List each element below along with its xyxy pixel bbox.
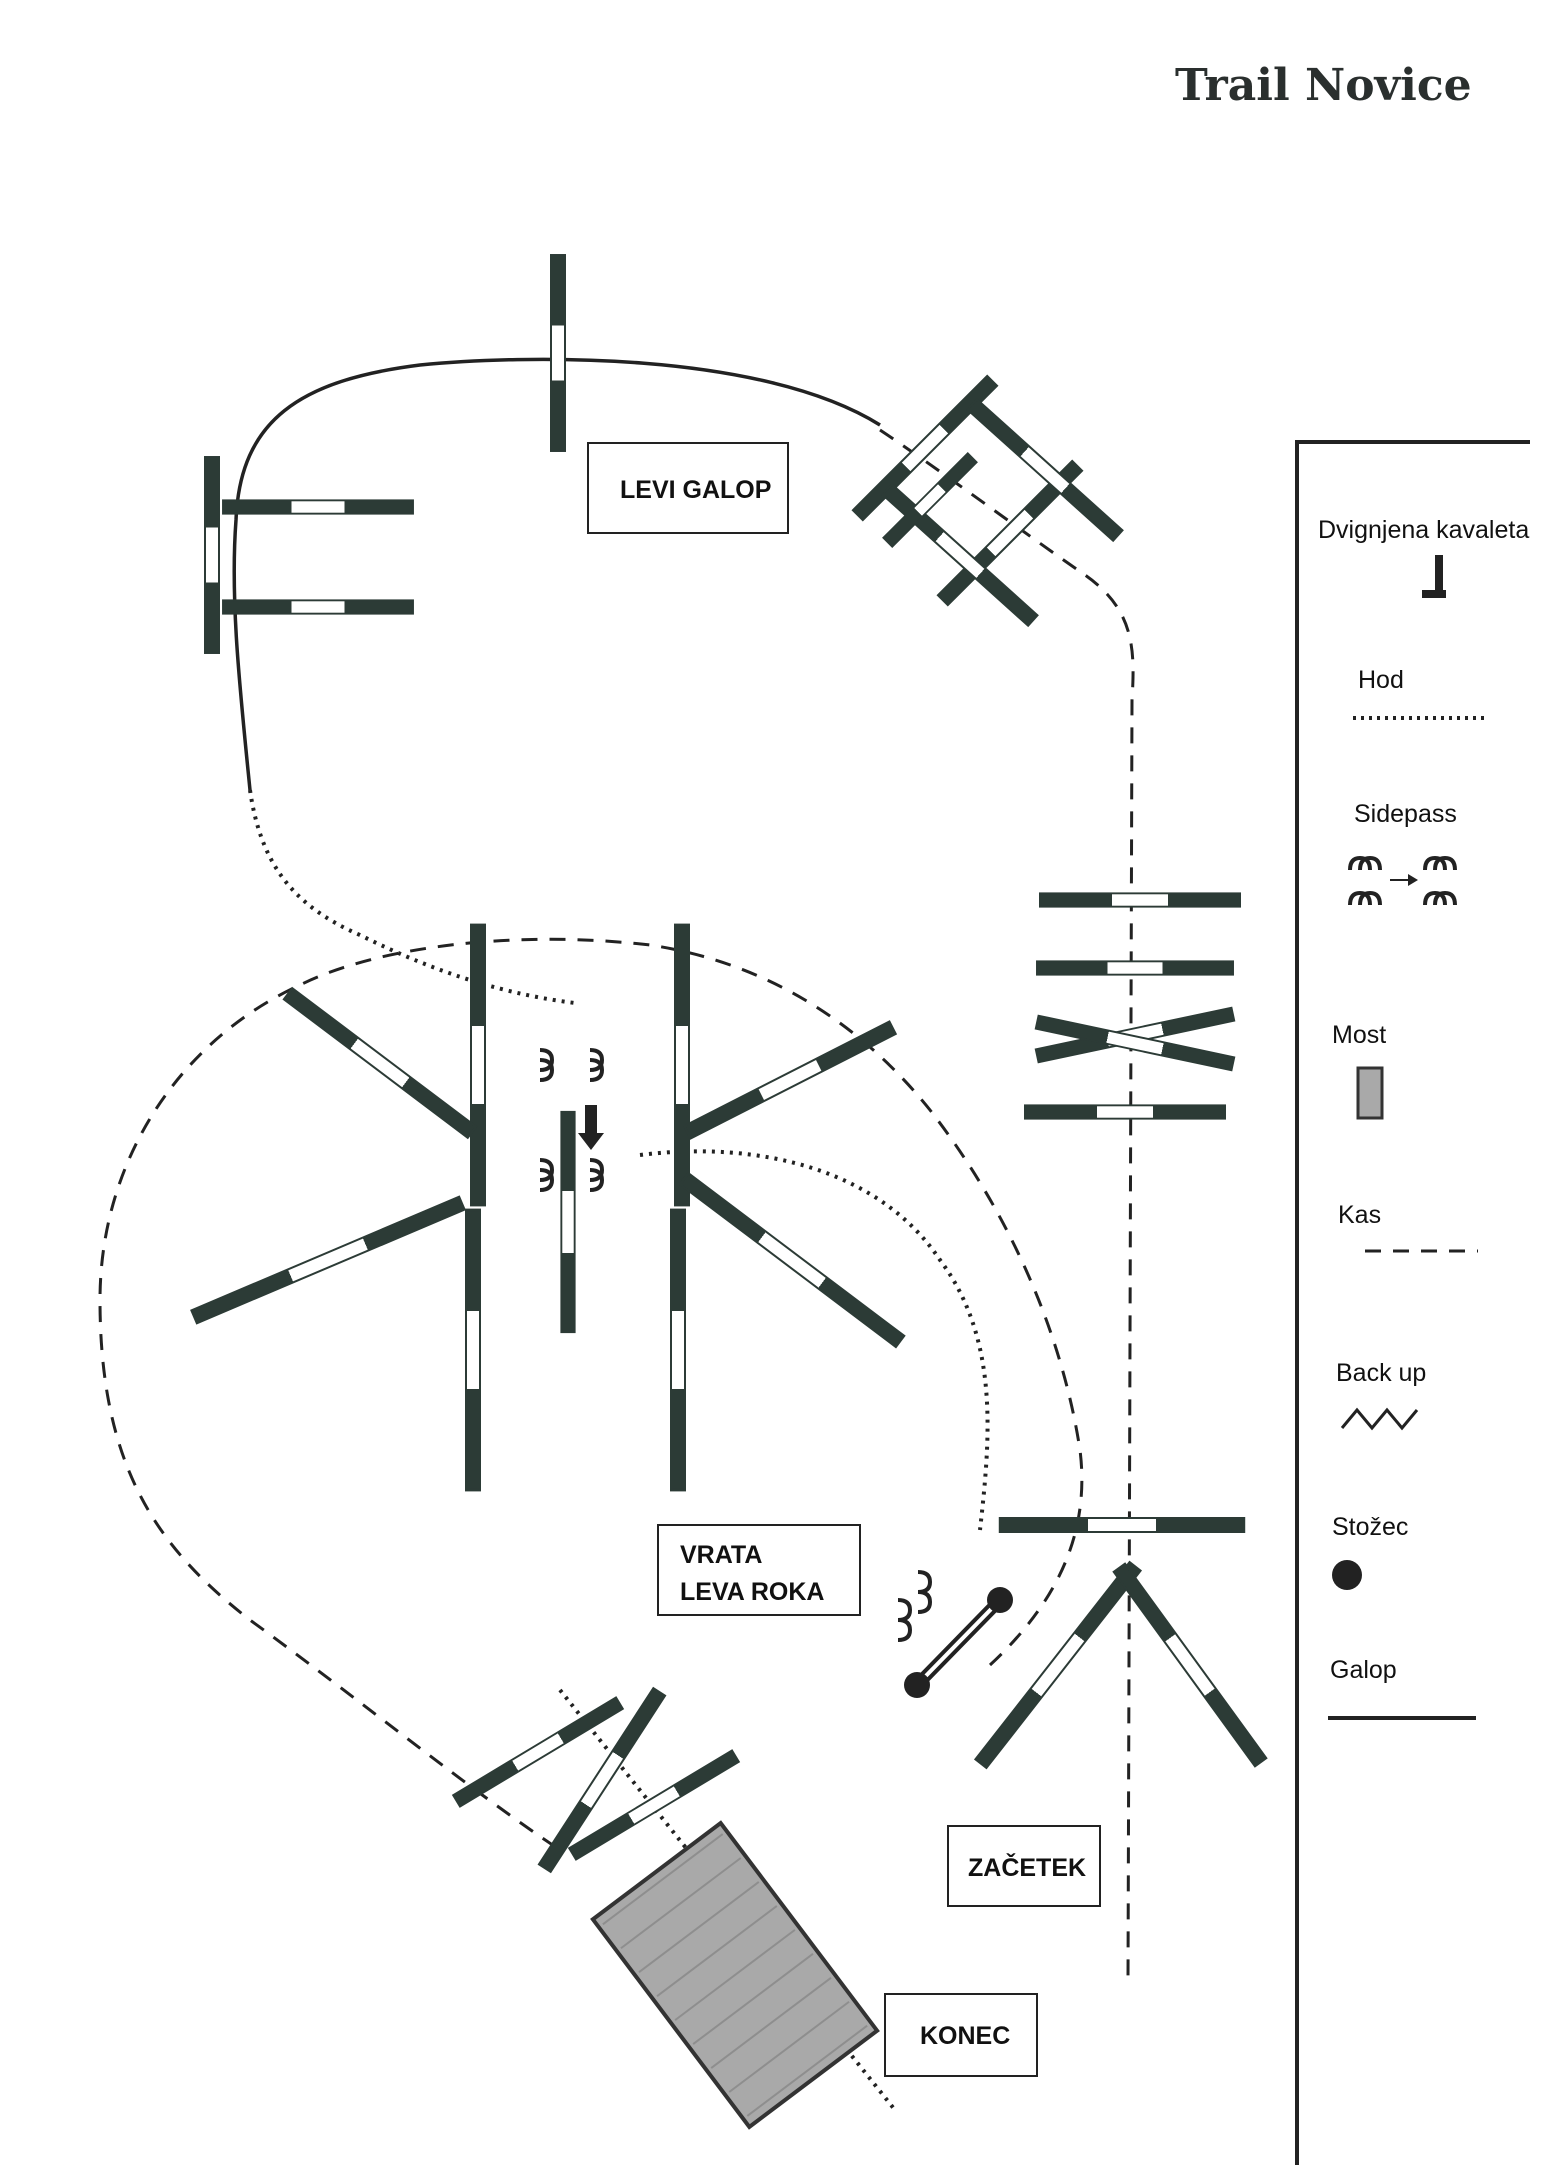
legend-frame <box>1295 440 1530 2165</box>
bridge <box>590 1820 880 2130</box>
walk-path-upper <box>248 789 576 1005</box>
gate-rope <box>904 1587 1013 1698</box>
poles-fan-right <box>669 923 906 1492</box>
pole-lope-left-vertical <box>204 456 220 654</box>
legend-trot-label: Kas <box>1338 1201 1381 1229</box>
label-lope-left: LEVI GALOP <box>620 476 771 504</box>
legend-walk-label: Hod <box>1358 666 1404 694</box>
backup-marks <box>897 1570 933 1642</box>
label-box-gate <box>657 1524 861 1616</box>
cone-icon <box>1332 1560 1362 1590</box>
label-gate-line1: VRATA <box>680 1541 762 1569</box>
label-box-lope-left <box>587 442 789 534</box>
legend-back-up-label: Back up <box>1336 1359 1426 1387</box>
label-box-end <box>884 1993 1038 2077</box>
course-title: Trail Novice <box>1175 60 1472 111</box>
label-gate-line2: LEVA ROKA <box>680 1578 824 1606</box>
pole-sidepass <box>560 1110 576 1334</box>
bridge-icon <box>1356 1066 1384 1120</box>
label-box-start <box>947 1825 1101 1907</box>
legend-bridge-label: Most <box>1332 1021 1386 1049</box>
pole-gate <box>998 1516 1246 1534</box>
walk-path-lower <box>639 1149 990 1531</box>
sidepass-arrow <box>578 1105 604 1150</box>
pole-top-vertical <box>550 254 566 452</box>
lope-path <box>232 357 881 791</box>
sidepass-marks-upper <box>539 1048 605 1192</box>
label-end: KONEC <box>920 2022 1010 2050</box>
pole-box-top-right <box>851 374 1124 627</box>
trot-path-right <box>879 428 1135 1981</box>
label-start: ZAČETEK <box>968 1852 1086 1882</box>
poles-fan-left <box>190 923 487 1492</box>
legend-raised-cavaletti-label: Dvignjena kavaleta <box>1318 516 1529 544</box>
legend-lope-label: Galop <box>1330 1656 1397 1684</box>
legend-sidepass-label: Sidepass <box>1354 800 1457 828</box>
legend-cone-label: Stožec <box>1332 1513 1408 1541</box>
sidepass-icon <box>1348 855 1457 906</box>
pole-lope-left-lower <box>222 599 414 615</box>
legend: Dvignjena kavaleta Hod Sidepass Most Kas… <box>1318 516 1529 1720</box>
pole-lope-left-upper <box>222 499 414 515</box>
raised-cavaletti-icon <box>1422 555 1446 598</box>
poles-v-start <box>974 1561 1268 1769</box>
back-up-icon <box>1340 1407 1419 1431</box>
